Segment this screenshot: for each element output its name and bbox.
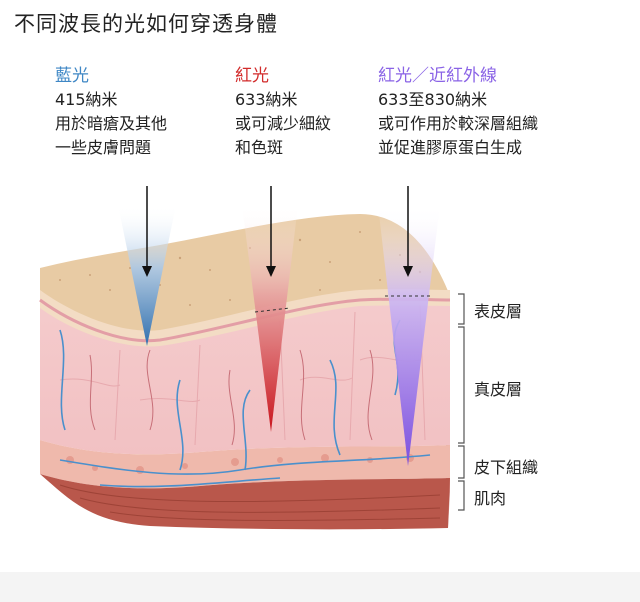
blue-light-wavelength: 415納米	[55, 90, 118, 109]
light-arrows	[146, 186, 409, 270]
blue-light-desc-2: 一些皮膚問題	[55, 138, 152, 157]
red-light-desc-1: 或可減少細紋	[235, 114, 332, 133]
red-light-wavelength: 633納米	[235, 90, 298, 109]
nir-light-column: 紅光／近紅外線 633至830納米 或可作用於較深層組織 並促進膠原蛋白生成	[378, 64, 538, 160]
nir-light-heading: 紅光／近紅外線	[378, 66, 497, 86]
nir-light-desc-1: 或可作用於較深層組織	[378, 114, 539, 133]
epidermis-rim	[40, 289, 450, 347]
red-light-desc-2: 和色斑	[235, 138, 284, 157]
nir-light-beam	[378, 205, 440, 466]
nir-light-wavelength: 633至830納米	[378, 90, 488, 109]
beam-boundary-dashes	[254, 295, 430, 313]
nir-light-desc-2: 並促進膠原蛋白生成	[378, 138, 523, 157]
label-muscle: 肌肉	[474, 489, 507, 508]
blood-vessels	[59, 319, 431, 488]
dermis-layer	[40, 299, 450, 455]
muscle-fibers	[59, 484, 441, 521]
red-light-column: 紅光 633納米 或可減少細紋 和色斑	[235, 64, 331, 160]
arrow-heads	[142, 266, 413, 277]
blue-light-heading: 藍光	[55, 66, 89, 86]
label-dermis: 真皮層	[474, 380, 523, 399]
blue-light-desc-1: 用於暗瘡及其他	[55, 114, 168, 133]
red-light-heading: 紅光	[235, 66, 269, 86]
skin-diagram	[39, 186, 465, 530]
page-title: 不同波長的光如何穿透身體	[14, 12, 278, 36]
nerve-lines	[89, 349, 374, 446]
blue-light-column: 藍光 415納米 用於暗瘡及其他 一些皮膚問題	[55, 64, 167, 160]
red-light-beam	[242, 205, 298, 432]
layer-brackets	[458, 293, 465, 511]
label-epidermis: 表皮層	[474, 302, 523, 321]
label-subcutaneous: 皮下組織	[474, 458, 539, 477]
infographic: 不同波長的光如何穿透身體 藍光 415納米 用於暗瘡及其他 一些皮膚問題 紅光 …	[0, 0, 640, 572]
